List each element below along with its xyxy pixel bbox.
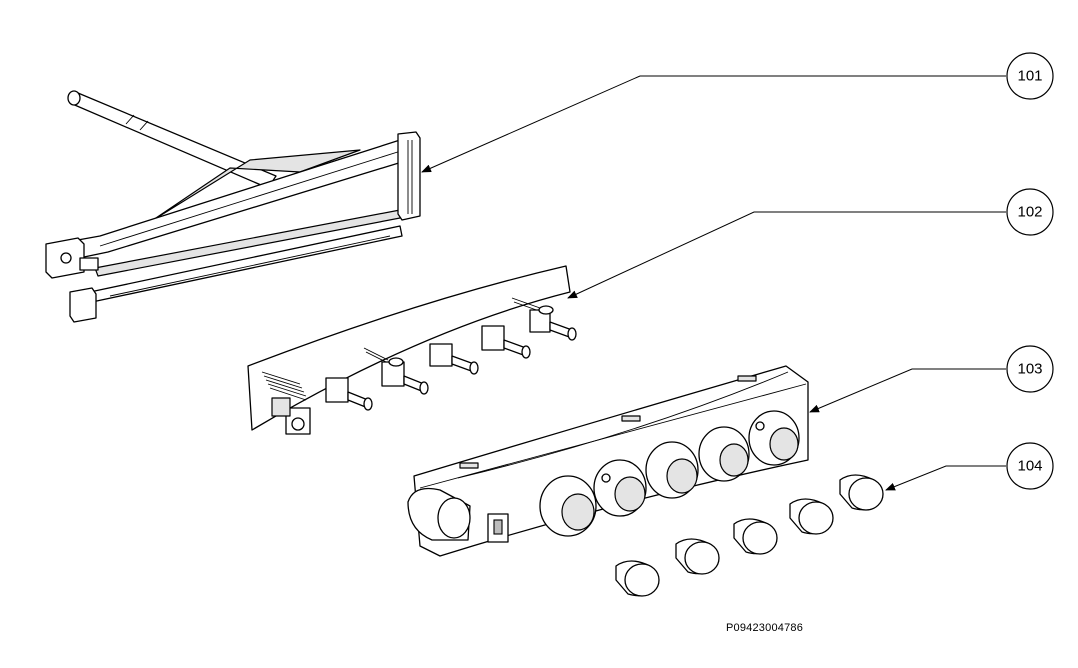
callout-label: 102 (1017, 204, 1042, 221)
housing-boss (645, 441, 699, 499)
leader-103 (809, 368, 1006, 413)
part-number-code: P09423004786 (726, 622, 804, 634)
callout-101: 101 (1006, 52, 1054, 100)
callout-label: 101 (1017, 68, 1042, 85)
button-cap (733, 518, 778, 555)
callout-102: 102 (1006, 188, 1054, 236)
callout-label: 104 (1017, 458, 1042, 475)
button-cap (675, 538, 720, 575)
housing-boss (698, 426, 750, 482)
button-cap (789, 498, 834, 535)
housing-boss (748, 410, 800, 466)
callout-104: 104 (1006, 442, 1054, 490)
part-103-control-housing (407, 365, 809, 557)
button-cap (615, 560, 660, 597)
callout-label: 103 (1017, 361, 1042, 378)
housing-boss (539, 475, 597, 537)
part-102-circuit-board (247, 265, 577, 435)
leader-101 (421, 75, 1006, 173)
callout-103: 103 (1006, 345, 1054, 393)
part-101-frame (45, 90, 421, 323)
part-104-button-caps (615, 474, 884, 597)
leader-104 (885, 465, 1006, 491)
housing-boss (593, 459, 647, 517)
button-cap (839, 474, 884, 511)
leader-102 (567, 211, 1006, 299)
